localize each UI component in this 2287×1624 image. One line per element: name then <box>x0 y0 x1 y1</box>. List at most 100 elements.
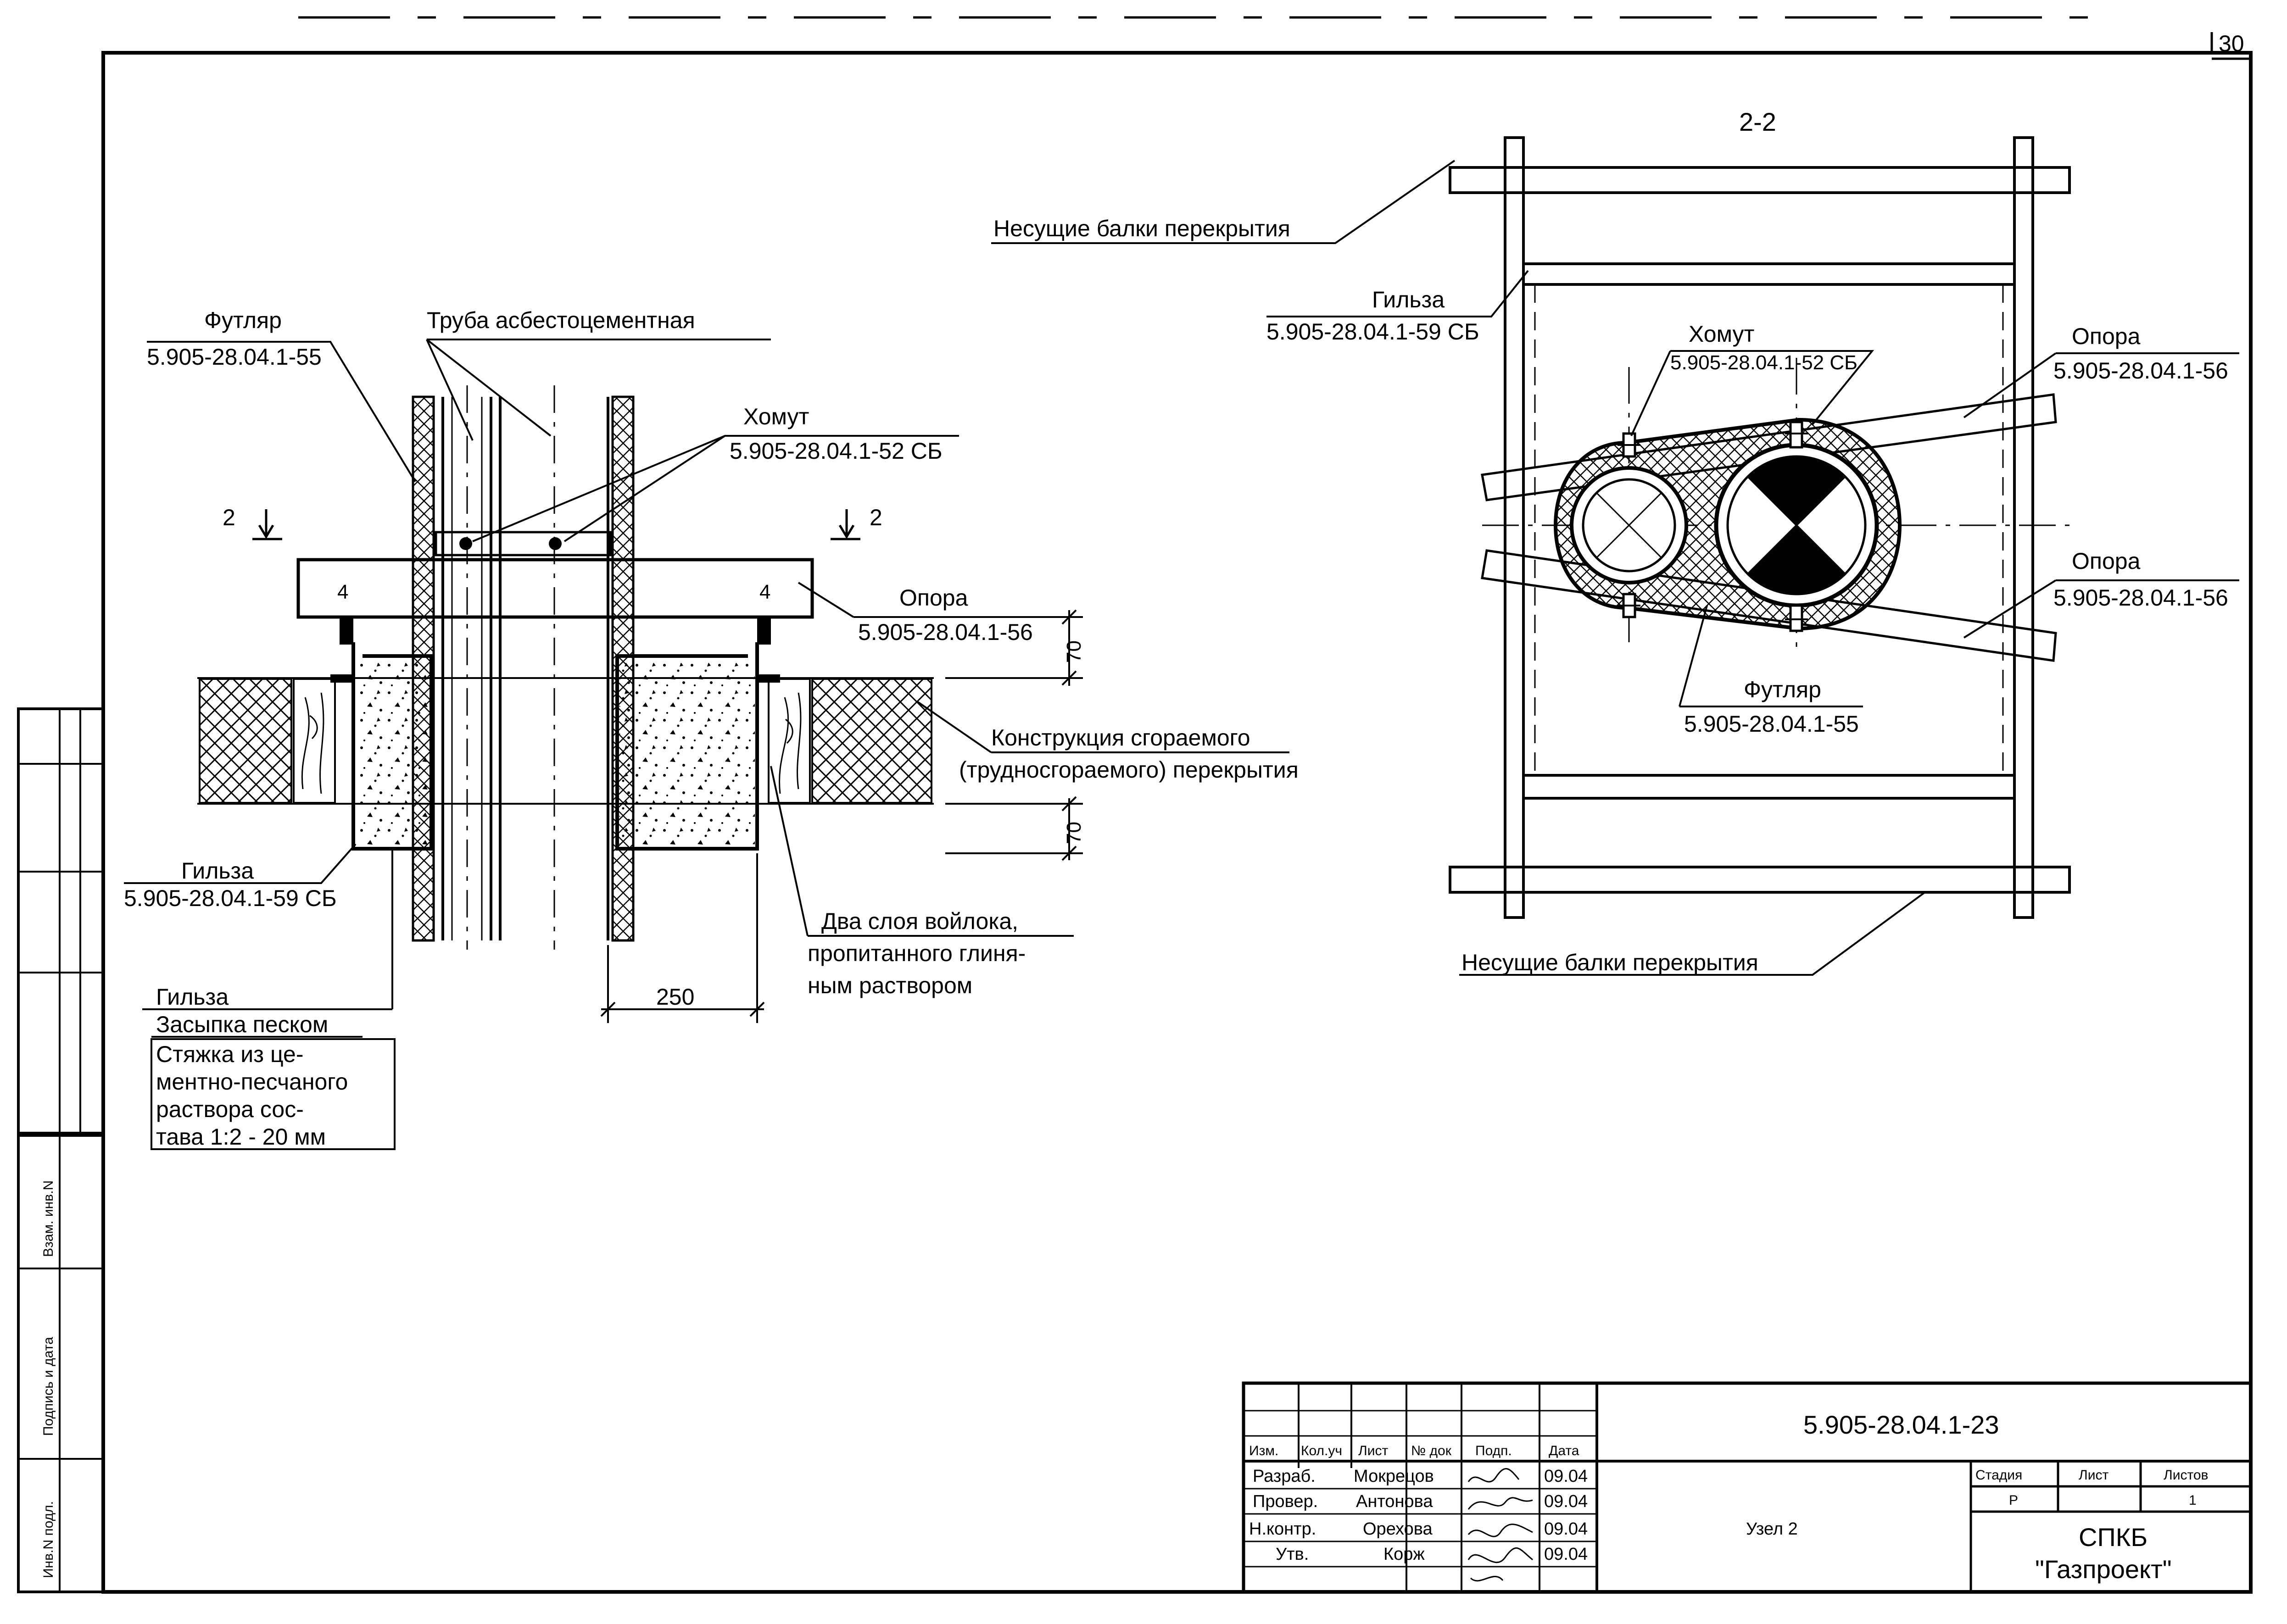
cut-mark-right: 2 <box>831 505 882 540</box>
svg-text:70: 70 <box>1063 822 1085 844</box>
svg-text:Несущие балки перекрытия: Несущие балки перекрытия <box>1461 950 1758 975</box>
label-beams-bottom: Несущие балки перекрытия <box>1459 891 1926 976</box>
tb-date-1: 09.04 <box>1544 1492 1588 1511</box>
dim-250: 250 <box>600 853 765 1023</box>
label-support: Опора 5.905-28.04.1-56 <box>798 582 1055 645</box>
svg-text:Футляр: Футляр <box>1744 677 1821 702</box>
org-line-1: СПКБ <box>2079 1523 2148 1552</box>
sleeve-plan <box>1523 262 2014 800</box>
support-weld-left: 4 <box>337 581 348 603</box>
sheets-header: Листов <box>2164 1468 2208 1483</box>
tb-col-podp: Подп. <box>1475 1443 1512 1458</box>
svg-text:5.905-28.04.1-59 СБ: 5.905-28.04.1-59 СБ <box>1266 319 1479 345</box>
label-sleeve: Гильза 5.905-28.04.1-59 СБ <box>124 843 357 911</box>
floor-insulation-left <box>199 678 292 804</box>
svg-text:Опора: Опора <box>899 585 968 611</box>
svg-text:Засыпка песком: Засыпка песком <box>156 1012 328 1037</box>
clamp-elevation <box>435 531 612 556</box>
sheet-number-tab <box>2210 32 2251 60</box>
dim-70-bottom: 70 <box>945 796 1085 861</box>
beam-vertical-right <box>2013 136 2034 919</box>
svg-text:2: 2 <box>870 505 882 530</box>
clamp-bolts-plan <box>1618 421 1808 632</box>
svg-text:Хомут: Хомут <box>743 404 809 429</box>
tb-name-2: Орехова <box>1363 1519 1433 1539</box>
svg-text:5.905-28.04.1-56: 5.905-28.04.1-56 <box>2053 585 2228 611</box>
signatures <box>1467 1468 1533 1582</box>
svg-text:Стяжка из це-: Стяжка из це- <box>156 1041 303 1067</box>
svg-text:пропитанного глиня-: пропитанного глиня- <box>808 940 1026 966</box>
tb-role-0: Разраб. <box>1253 1467 1316 1486</box>
svg-text:(трудносгораемого) перекрытия: (трудносгораемого) перекрытия <box>959 757 1299 783</box>
svg-text:5.905-28.04.1-59 СБ: 5.905-28.04.1-59 СБ <box>124 885 337 911</box>
label-sleeve-plan: Гильза 5.905-28.04.1-59 СБ <box>1266 270 1529 345</box>
svg-text:5.905-28.04.1-56: 5.905-28.04.1-56 <box>2053 358 2228 384</box>
svg-text:Конструкция сгораемого: Конструкция сгораемого <box>991 725 1250 751</box>
label-clamp-plan: Хомут 5.905-28.04.1-52 СБ <box>1630 321 1874 436</box>
tb-name-3: Корж <box>1383 1545 1425 1564</box>
stage-value: Р <box>2009 1493 2018 1508</box>
sheets-value: 1 <box>2189 1493 2197 1508</box>
title-block: Изм. Кол.уч Лист № док Подп. Дата Разраб… <box>1242 1381 2253 1594</box>
svg-text:Несущие балки перекрытия: Несущие балки перекрытия <box>993 216 1290 241</box>
tb-col-data: Дата <box>1549 1443 1579 1458</box>
svg-text:5.905-28.04.1-52 СБ: 5.905-28.04.1-52 СБ <box>1670 351 1857 374</box>
stage-header: Стадия <box>1975 1468 2022 1483</box>
svg-text:250: 250 <box>656 984 694 1010</box>
beam-vertical-left <box>1504 136 1525 919</box>
svg-text:ным раствором: ным раствором <box>808 973 972 998</box>
label-felt: Два слоя войлока, пропитанного глиня- ны… <box>770 766 1074 998</box>
cut-mark-left: 2 <box>223 505 282 540</box>
svg-text:2: 2 <box>223 505 235 530</box>
elevation-view: 4 4 2 2 Футляр 5.905-28.04.1-55 Труба ас… <box>124 307 1299 1150</box>
layer-legend: Гильза Засыпка песком Стяжка из це- мент… <box>142 849 396 1150</box>
svg-text:5.905-28.04.1-55: 5.905-28.04.1-55 <box>147 344 322 370</box>
label-pipe: Труба асбестоцементная <box>426 307 771 441</box>
side-podpis-data: Подпись и дата <box>41 1337 56 1436</box>
tb-col-list: Лист <box>1358 1443 1388 1458</box>
small-pipe <box>441 397 492 940</box>
svg-text:Гильза: Гильза <box>1372 287 1445 312</box>
org-line-2: "Газпроект" <box>2035 1555 2172 1584</box>
tb-date-0: 09.04 <box>1544 1467 1588 1486</box>
svg-text:5.905-28.04.1-55: 5.905-28.04.1-55 <box>1684 711 1859 737</box>
section-title: 2-2 <box>1739 107 1776 136</box>
section-2-2-view: 2-2 <box>991 107 2239 976</box>
side-vzam-inv: Взам. инв.N <box>41 1180 56 1257</box>
label-case: Футляр 5.905-28.04.1-55 <box>147 307 416 483</box>
asbestos-pipe <box>499 397 609 940</box>
label-clamp: Хомут 5.905-28.04.1-52 СБ <box>472 404 959 542</box>
support-plan-top <box>1481 393 2057 501</box>
case-wall-left <box>412 395 435 942</box>
tb-role-1: Провер. <box>1253 1492 1318 1511</box>
svg-text:Гильза: Гильза <box>181 858 254 884</box>
tb-date-3: 09.04 <box>1544 1545 1588 1564</box>
label-floor-structure: Конструкция сгораемого (трудносгораемого… <box>917 701 1299 783</box>
tb-col-kol: Кол.уч <box>1301 1443 1342 1458</box>
side-inv-podl: Инв.N подл. <box>41 1501 56 1578</box>
felt-right <box>757 674 780 683</box>
svg-text:тава 1:2 - 20 мм: тава 1:2 - 20 мм <box>156 1124 326 1150</box>
svg-text:5.905-28.04.1-52 СБ: 5.905-28.04.1-52 СБ <box>730 438 943 464</box>
tb-col-izm: Изм. <box>1249 1443 1278 1458</box>
sheet-number: 30 <box>2219 31 2244 56</box>
support-stop-right <box>757 617 771 645</box>
svg-text:Опора: Опора <box>2072 323 2141 349</box>
doc-code: 5.905-28.04.1-23 <box>1803 1410 1999 1439</box>
svg-text:Опора: Опора <box>2072 548 2141 574</box>
label-beams-top: Несущие балки перекрытия <box>991 160 1456 244</box>
svg-text:Хомут: Хомут <box>1689 321 1755 347</box>
svg-text:Два слоя войлока,: Два слоя войлока, <box>821 908 1018 934</box>
tb-col-ndok: № док <box>1411 1443 1452 1458</box>
svg-text:раствора сос-: раствора сос- <box>156 1096 304 1122</box>
side-stamp: Инв.N подл. Подпись и дата Взам. инв.N <box>17 707 105 1593</box>
tb-name-0: Мокрецов <box>1354 1467 1434 1486</box>
sand-fill-right <box>619 663 755 846</box>
support-stop-left <box>340 617 353 645</box>
tb-role-3: Утв. <box>1276 1545 1309 1564</box>
svg-text:70: 70 <box>1063 640 1085 663</box>
beam-horizontal-top <box>1449 166 2071 194</box>
dim-70-top: 70 <box>945 609 1085 686</box>
support-beam <box>296 558 814 619</box>
